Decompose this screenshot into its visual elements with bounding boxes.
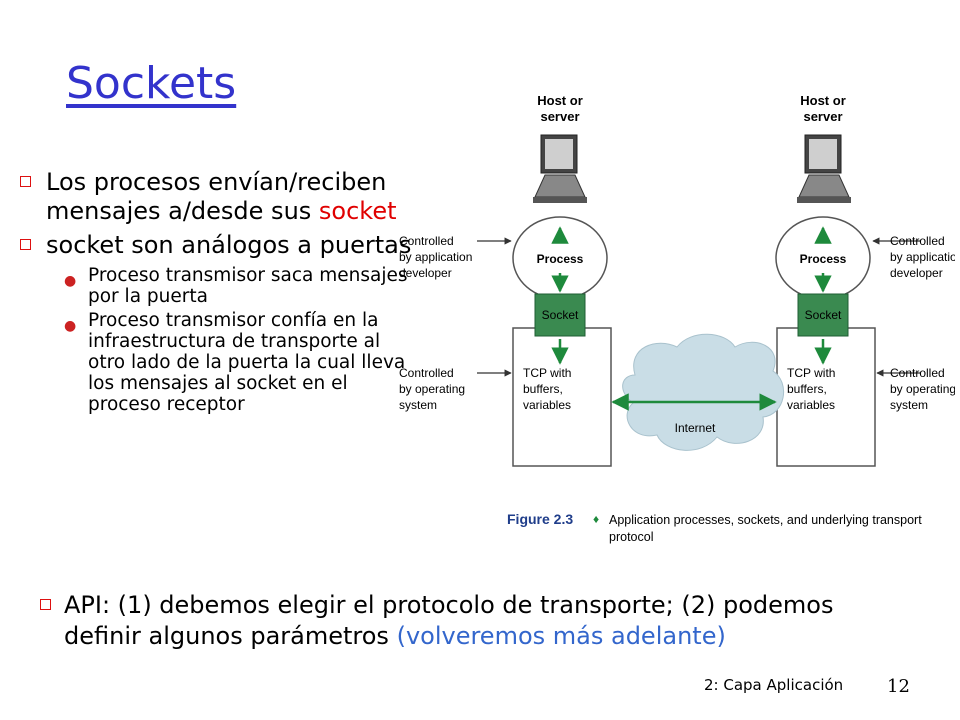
caption-text: Application processes, sockets, and unde… <box>609 513 922 527</box>
left-callouts: Controlled by application developer Cont… <box>399 234 512 412</box>
sub-bullet-text: Proceso transmisor confía en la infraest… <box>88 310 406 415</box>
socket-diagram: Host or server Process Socket TCP with b… <box>399 93 955 544</box>
socket-label: Socket <box>805 308 842 322</box>
internet-cloud: Internet <box>622 333 784 451</box>
callout-text: by operating <box>399 382 465 396</box>
page-number: 12 <box>887 676 910 697</box>
host-label: server <box>803 109 842 124</box>
process-label: Process <box>537 252 584 266</box>
bullet-item: socket son análogos a puertas <box>18 231 418 260</box>
callout-text: by application <box>399 250 472 264</box>
sub-bullet-item: ● Proceso transmisor confía en la infrae… <box>18 310 418 415</box>
host-label: server <box>540 109 579 124</box>
tcp-label: TCP with <box>787 366 835 380</box>
bullet-marker-icon <box>20 176 31 187</box>
bullet-list: Los procesos envían/reciben mensajes a/d… <box>18 168 418 415</box>
sub-bullet-marker-icon: ● <box>64 318 77 334</box>
sub-bullet-marker-icon: ● <box>64 273 77 289</box>
right-callouts: Controlled by application developer Cont… <box>872 234 955 412</box>
api-text: API: (1) debemos elegir el protocolo de … <box>64 591 834 650</box>
caption-text: protocol <box>609 530 653 544</box>
process-label: Process <box>800 252 847 266</box>
caption-diamond-icon: ♦ <box>593 512 599 526</box>
callout-text: Controlled <box>399 234 454 248</box>
callout-text: Controlled <box>399 366 454 380</box>
internet-label: Internet <box>675 421 716 435</box>
callout-text: system <box>399 398 437 412</box>
callout-text: Controlled <box>890 234 945 248</box>
bullet-highlight: socket <box>318 197 397 225</box>
api-highlight: (volveremos más adelante) <box>396 622 726 650</box>
tcp-label: buffers, <box>523 382 563 396</box>
left-host: Host or server Process Socket TCP with b… <box>512 93 612 467</box>
sub-bullet-item: ● Proceso transmisor saca mensajes por l… <box>18 265 418 307</box>
tcp-label: variables <box>523 398 571 412</box>
callout-text: developer <box>399 266 452 280</box>
callout-text: Controlled <box>890 366 945 380</box>
tcp-label: variables <box>787 398 835 412</box>
caption-label: Figure 2.3 <box>507 511 573 527</box>
bullet-marker-icon <box>40 599 51 610</box>
bullet-text: socket son análogos a puertas <box>46 231 412 259</box>
computer-icon <box>797 134 851 203</box>
page-title: Sockets <box>66 58 237 109</box>
host-label: Host or <box>537 93 583 108</box>
tcp-label: buffers, <box>787 382 827 396</box>
api-bullet: API: (1) debemos elegir el protocolo de … <box>36 590 894 652</box>
callout-text: by application <box>890 250 955 264</box>
bullet-marker-icon <box>20 239 31 250</box>
right-host: Host or server Process Socket TCP with b… <box>775 93 876 467</box>
sub-bullet-text: Proceso transmisor saca mensajes por la … <box>88 265 408 307</box>
bullet-item: Los procesos envían/reciben mensajes a/d… <box>18 168 418 226</box>
callout-text: by operating <box>890 382 955 396</box>
socket-label: Socket <box>542 308 579 322</box>
figure-caption: Figure 2.3 ♦ Application processes, sock… <box>507 511 922 544</box>
callout-text: developer <box>890 266 943 280</box>
callout-text: system <box>890 398 928 412</box>
footer-chapter: 2: Capa Aplicación <box>704 676 844 694</box>
bullet-text: Los procesos envían/reciben mensajes a/d… <box>46 168 387 225</box>
computer-icon <box>533 134 587 203</box>
host-label: Host or <box>800 93 846 108</box>
tcp-label: TCP with <box>523 366 571 380</box>
